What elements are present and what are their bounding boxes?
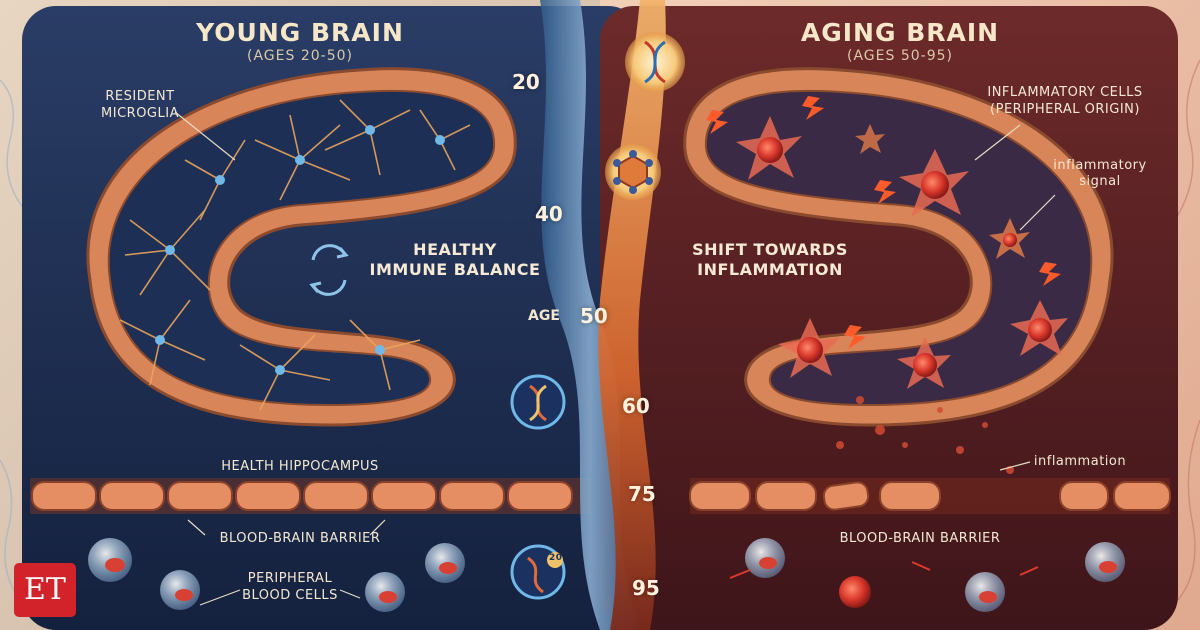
- label-shift-towards-inflammation: SHIFT TOWARDS INFLAMMATION: [692, 240, 848, 279]
- recycle-arrows-icon: [309, 244, 349, 296]
- age-tick-60: 60: [622, 394, 650, 418]
- age-tick-40: 40: [535, 202, 563, 226]
- dna-badge-icon: [510, 544, 566, 600]
- edge-veins-right: [1174, 59, 1200, 601]
- age-tick-95: 95: [632, 576, 660, 600]
- age-tick-20: 20: [512, 70, 540, 94]
- inflammatory-cells: [736, 116, 1068, 389]
- label-inflammatory-cells: INFLAMMATORY CELLS (PERIPHERAL ORIGIN): [987, 85, 1143, 117]
- young-blood-cells: [88, 538, 465, 612]
- molecule-icon: [605, 144, 661, 200]
- young-brain-title: YOUNG BRAIN: [196, 18, 404, 47]
- aging-hippocampus: [683, 67, 1114, 474]
- aging-barrier: [689, 478, 1171, 514]
- label-peripheral-blood-cells: PERIPHERAL BLOOD CELLS: [242, 571, 338, 603]
- aging-brain-subtitle: (AGES 50-95): [847, 48, 953, 64]
- label-health-hippocampus: HEALTH HIPPOCAMPUS: [221, 459, 379, 474]
- young-brain-subtitle: (AGES 20-50): [247, 48, 353, 64]
- label-resident-microglia: RESIDENT MICROGLIA: [101, 89, 179, 121]
- signal-bolts: [706, 96, 1061, 349]
- edge-veins-left: [0, 79, 26, 601]
- young-hippocampus: [86, 67, 517, 427]
- age-tick-75: 75: [628, 482, 656, 506]
- age-tick-50: 50: [580, 304, 608, 328]
- label-blood-brain-barrier-left: BLOOD-BRAIN BARRIER: [219, 531, 381, 546]
- dna-circle-icon: [510, 374, 566, 430]
- dna-icon: [625, 32, 685, 92]
- label-blood-brain-barrier-right: BLOOD-BRAIN BARRIER: [839, 531, 1001, 546]
- aging-brain-title: AGING BRAIN: [800, 18, 1000, 47]
- label-inflammation: inflammation: [1033, 454, 1127, 469]
- age-axis-label: AGE: [528, 308, 560, 324]
- label-healthy-immune-balance: HEALTHY IMMUNE BALANCE: [369, 240, 541, 279]
- dna-badge-label: 20: [549, 553, 563, 563]
- aging-blood-cells: [729, 538, 1125, 612]
- et-logo: ET: [14, 563, 76, 617]
- label-inflammatory-signal: inflammatory signal: [1053, 158, 1147, 189]
- young-barrier: [30, 478, 590, 514]
